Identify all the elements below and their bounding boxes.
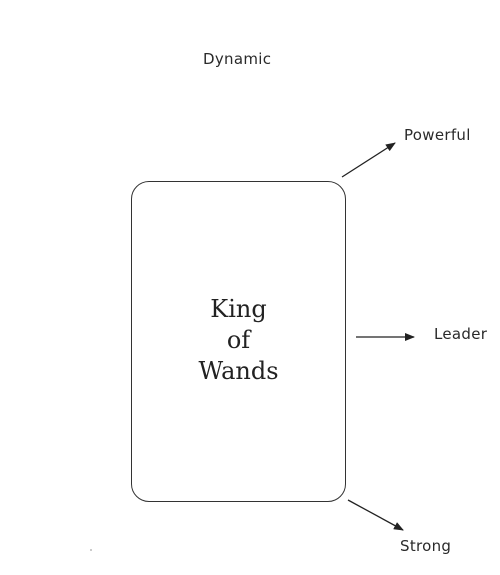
card-title-line-3: Wands	[198, 357, 279, 385]
tarot-card: King of Wands	[131, 181, 346, 502]
card-title-line-1: King	[210, 295, 267, 323]
card-title: King of Wands	[132, 294, 345, 387]
keyword-strong: Strong	[400, 537, 452, 555]
arrow-to-strong	[347, 499, 404, 531]
keyword-leader: Leader	[434, 325, 488, 343]
keyword-dynamic: Dynamic	[203, 50, 272, 68]
card-title-line-2: of	[226, 326, 251, 354]
scan-speck	[90, 549, 92, 551]
keyword-powerful: Powerful	[404, 126, 471, 144]
arrow-to-powerful	[341, 142, 396, 178]
